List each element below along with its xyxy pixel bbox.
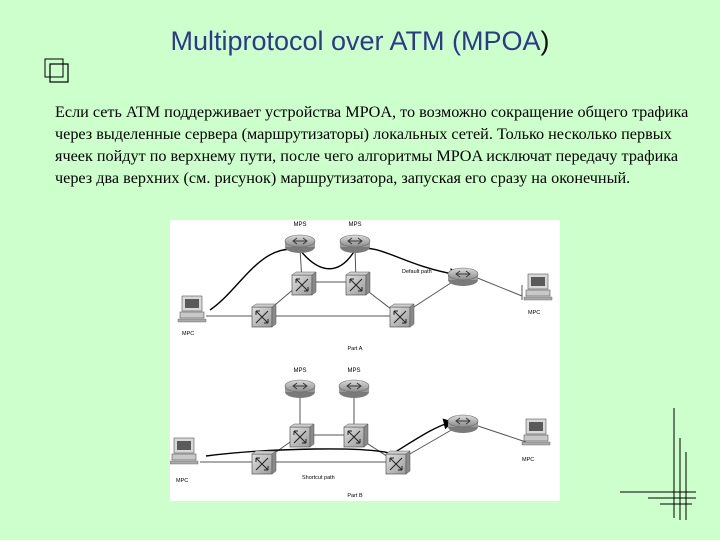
body-paragraph: Если сеть ATM поддерживает устройства MP… <box>55 103 689 187</box>
square-bullet-icon <box>44 58 69 83</box>
mps-label: MPS <box>293 222 306 228</box>
mps-label: MPS <box>293 368 306 374</box>
slide-title: Multiprotocol over ATM (MPOA) <box>0 26 720 57</box>
slide-title-close: ) <box>540 26 550 56</box>
atm-switch-icon <box>291 271 317 296</box>
atm-switch-icon <box>251 450 277 475</box>
mps-label: MPS <box>347 368 360 374</box>
mpc-computer-icon <box>170 437 199 465</box>
atm-switch-icon <box>251 303 277 328</box>
mps-router-icon <box>284 379 316 399</box>
part-b-diagram: MPS MPS Shortcut path MPC MPC Part B <box>170 368 551 499</box>
mpc-computer-icon <box>521 418 551 446</box>
part-a-caption: Part A <box>348 346 363 352</box>
atm-switch-icon <box>389 303 415 328</box>
atm-switch-icon <box>343 423 369 448</box>
atm-switch-icon <box>289 423 315 448</box>
mpc-label: MPC <box>176 478 188 484</box>
mps-router-icon <box>338 379 370 399</box>
mpc-label: MPC <box>522 457 534 463</box>
part-a-diagram: MPS MPS Default path MPC MPC Part A <box>177 222 553 352</box>
mps-router-icon <box>284 234 316 254</box>
corner-grid-decoration <box>620 408 696 520</box>
edge-router-icon <box>447 267 479 287</box>
part-b-caption: Part B <box>347 493 363 499</box>
mpc-label: MPC <box>528 310 540 316</box>
atm-switch-icon <box>385 450 411 475</box>
mpc-label: MPC <box>182 331 194 337</box>
mpc-computer-icon <box>177 295 207 323</box>
shortcut-path-label: Shortcut path <box>302 475 335 481</box>
edge-router-icon <box>447 414 479 434</box>
mpoa-network-figure: MPS MPS Default path MPC MPC Part A MP <box>170 220 560 501</box>
default-path-label: Default path <box>402 269 432 275</box>
mps-label: MPS <box>348 222 361 228</box>
atm-switch-icon <box>345 271 371 296</box>
mpc-computer-icon <box>523 273 553 301</box>
mps-router-icon <box>339 234 371 254</box>
slide-title-main: Multiprotocol over ATM (MPOA <box>170 26 541 56</box>
